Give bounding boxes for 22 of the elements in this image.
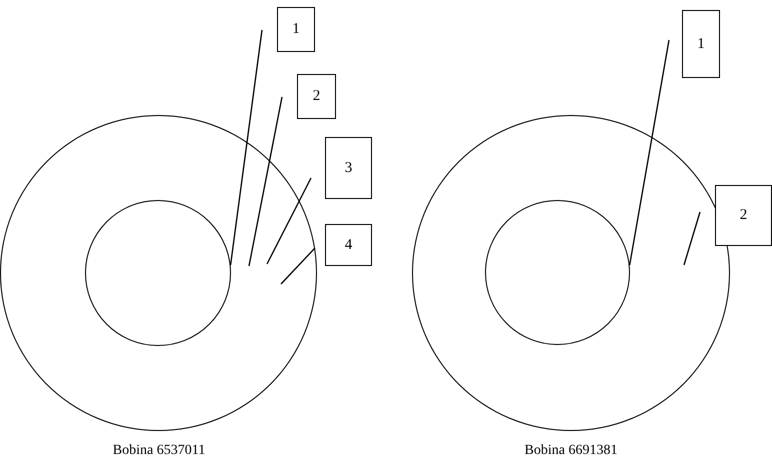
callout-box <box>682 10 720 78</box>
coil-inner-circle <box>85 200 231 346</box>
leader-line <box>230 30 263 266</box>
callout-number: 1 <box>697 36 705 52</box>
leader-line <box>280 248 316 284</box>
callout-box <box>325 137 372 199</box>
leader-line <box>266 178 312 264</box>
callout-box <box>297 74 336 119</box>
callout-box <box>277 7 315 52</box>
callout-number: 3 <box>344 160 352 176</box>
callout-number: 1 <box>292 21 300 38</box>
leader-line <box>683 212 701 266</box>
callout-box <box>325 224 372 266</box>
callout-box <box>715 185 772 246</box>
callout-number: 2 <box>740 207 748 224</box>
callout-number: 4 <box>344 236 352 254</box>
callout-number: 2 <box>312 88 320 105</box>
coil-caption: Bobina 6691381 <box>524 443 618 459</box>
coil-inner-circle <box>485 200 630 345</box>
leader-line <box>628 40 670 266</box>
coil-caption: Bobina 6537011 <box>112 443 206 459</box>
leader-line <box>248 96 283 266</box>
